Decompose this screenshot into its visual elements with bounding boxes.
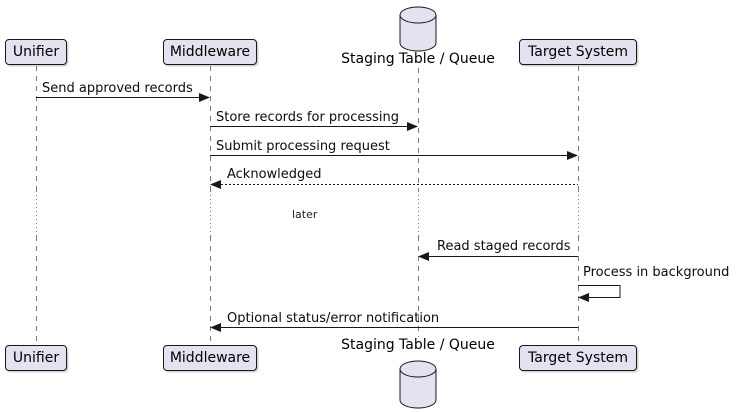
participant-middleware-label: Middleware [169,44,251,60]
database-icon-top [399,6,437,52]
message-arrow-send-approved-records [36,93,210,102]
participant-target-label-bottom: Target System [528,350,628,366]
delay-label-later: later [292,208,318,221]
message-arrow-store-records [210,122,418,131]
participant-staging-top-label: Staging Table / Queue [341,51,495,67]
message-label-acknowledged: Acknowledged [227,167,322,182]
message-label-store-records: Store records for processing [216,110,399,125]
message-arrow-read-staged-records [418,252,578,261]
participant-unifier-label: Unifier [12,44,60,60]
message-label-status-notification: Optional status/error notification [227,311,440,326]
message-arrow-status-notification [210,323,578,332]
participant-target-bottom: Target System [519,345,637,371]
participant-middleware-top: Middleware [163,39,257,65]
participant-middleware-label-bottom: Middleware [169,350,251,366]
participant-target-label: Target System [528,44,628,60]
participant-unifier-bottom: Unifier [5,345,67,371]
participant-middleware-bottom: Middleware [163,345,257,371]
message-label-submit-request: Submit processing request [216,139,390,154]
participant-unifier-top: Unifier [5,39,67,65]
database-icon-bottom [399,360,437,409]
participant-target-top: Target System [519,39,637,65]
message-arrow-acknowledged [210,180,578,189]
message-arrow-submit-request [210,151,578,160]
message-label-process-in-background: Process in background [583,265,730,280]
message-arrow-process-in-background [578,285,621,302]
participant-staging-bottom-label: Staging Table / Queue [341,337,495,353]
message-label-send-approved-records: Send approved records [42,81,193,96]
participant-unifier-label-bottom: Unifier [12,350,60,366]
message-label-read-staged-records: Read staged records [437,239,571,254]
